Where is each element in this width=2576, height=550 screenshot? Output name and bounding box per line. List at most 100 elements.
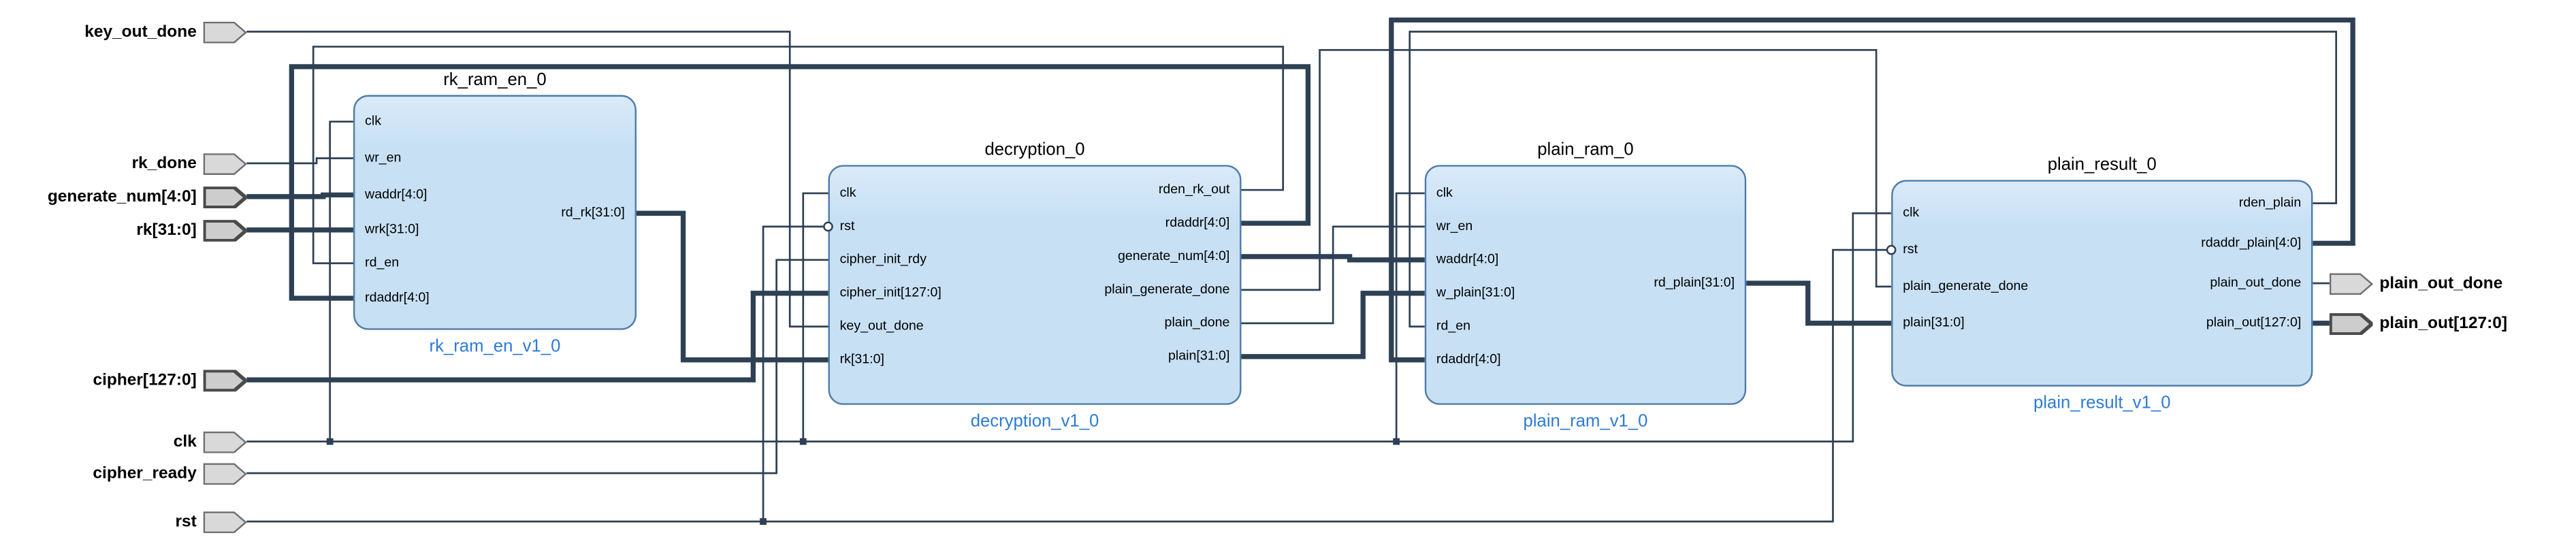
net-rdaddr[interactable] bbox=[289, 64, 1311, 301]
ip-block-plain_ram_0[interactable]: plain_ram_0 plain_ram_v1_0 clk wr_en waddr[4… bbox=[1424, 140, 1747, 432]
pin-plain_result_0-rden_plain[interactable]: rden_plain bbox=[2238, 195, 2302, 210]
pin-rk_ram_en_0-waddr[interactable]: waddr[4:0] bbox=[365, 187, 428, 202]
pin-decryption_0-cipher_init_rdy[interactable]: cipher_init_rdy bbox=[839, 251, 927, 267]
external-output-port-plain_out[interactable]: plain_out[127:0] bbox=[2329, 312, 2576, 335]
net-plain[interactable] bbox=[1241, 291, 1425, 359]
external-input-port-rk_done[interactable]: rk_done bbox=[0, 152, 247, 175]
block-type-name: plain_ram_v1_0 bbox=[1523, 411, 1648, 432]
port-arrow-icon bbox=[203, 511, 247, 533]
pin-plain_result_0-plain[interactable]: plain[31:0] bbox=[1903, 314, 1965, 330]
reset-pin-bubble-icon bbox=[823, 221, 833, 232]
port-label: plain_out[127:0] bbox=[2379, 314, 2508, 333]
pin-decryption_0-plain_generate_done[interactable]: plain_generate_done bbox=[1104, 281, 1230, 297]
pin-plain_result_0-plain_out_done[interactable]: plain_out_done bbox=[2210, 274, 2302, 290]
wire-junction-dot bbox=[326, 438, 334, 445]
port-arrow-icon bbox=[203, 219, 247, 241]
net-plain_done[interactable] bbox=[1241, 225, 1425, 325]
port-label: key_out_done bbox=[84, 22, 197, 41]
pin-decryption_0-plain[interactable]: plain[31:0] bbox=[1168, 348, 1230, 363]
port-arrow-icon bbox=[2329, 272, 2373, 295]
pin-decryption_0-rst[interactable]: rst bbox=[839, 218, 855, 233]
wire-junction-dot bbox=[799, 438, 807, 445]
external-input-port-cipher[interactable]: cipher[127:0] bbox=[0, 368, 247, 391]
ip-block-plain_result_0[interactable]: plain_result_0 plain_result_v1_0 clk rst pla… bbox=[1886, 155, 2313, 413]
net-rst-branch-decryption[interactable] bbox=[762, 225, 828, 522]
wire-junction-dot bbox=[760, 518, 767, 525]
pin-decryption_0-plain_done[interactable]: plain_done bbox=[1164, 314, 1230, 330]
pin-plain_result_0-clk[interactable]: clk bbox=[1903, 205, 1920, 221]
port-label: rst bbox=[175, 512, 197, 531]
net-rdaddr_plain[interactable] bbox=[1389, 17, 2355, 363]
pin-rk_ram_en_0-wrk[interactable]: wrk[31:0] bbox=[365, 221, 419, 237]
block-type-name: decryption_v1_0 bbox=[970, 411, 1099, 432]
net-plain_generate_done[interactable] bbox=[1241, 49, 1892, 291]
port-arrow-icon bbox=[203, 185, 247, 208]
port-arrow-icon bbox=[203, 152, 247, 174]
port-arrow-icon bbox=[203, 430, 247, 453]
port-arrow-icon bbox=[203, 369, 247, 391]
pin-decryption_0-clk[interactable]: clk bbox=[839, 184, 856, 200]
port-label: cipher_ready bbox=[93, 464, 197, 483]
port-label: rk[31:0] bbox=[136, 221, 197, 240]
net-generate_num-ext[interactable] bbox=[246, 192, 353, 199]
external-input-port-key_out_done[interactable]: key_out_done bbox=[0, 20, 247, 43]
port-arrow-icon bbox=[203, 462, 247, 485]
pin-decryption_0-generate_num[interactable]: generate_num[4:0] bbox=[1117, 248, 1230, 263]
pin-plain_ram_0-wr_en[interactable]: wr_en bbox=[1436, 218, 1473, 233]
pin-plain_ram_0-waddr[interactable]: waddr[4:0] bbox=[1436, 251, 1499, 267]
port-label: rk_done bbox=[131, 154, 197, 173]
net-rd_rk[interactable] bbox=[637, 210, 828, 363]
pin-rk_ram_en_0-rdaddr[interactable]: rdaddr[4:0] bbox=[365, 289, 430, 305]
net-generate_num[interactable] bbox=[1241, 254, 1425, 263]
wire-junction-dot bbox=[1393, 438, 1400, 445]
net-cipher_ready[interactable] bbox=[246, 259, 828, 474]
net-clk[interactable] bbox=[246, 212, 1892, 442]
port-label: plain_out_done bbox=[2379, 274, 2503, 293]
pin-plain_result_0-rst[interactable]: rst bbox=[1903, 241, 1918, 257]
pin-plain_ram_0-rd_en[interactable]: rd_en bbox=[1436, 318, 1471, 334]
block-type-name: plain_result_v1_0 bbox=[2033, 393, 2171, 414]
external-input-port-clk[interactable]: clk bbox=[0, 430, 247, 453]
pin-rk_ram_en_0-rd_en[interactable]: rd_en bbox=[365, 255, 400, 270]
external-input-port-generate_num[interactable]: generate_num[4:0] bbox=[0, 185, 247, 208]
external-input-port-rst[interactable]: rst bbox=[0, 510, 247, 533]
block-instance-name: plain_result_0 bbox=[2047, 155, 2157, 176]
pin-rk_ram_en_0-rd_rk[interactable]: rd_rk[31:0] bbox=[561, 205, 625, 221]
net-cipher[interactable] bbox=[246, 291, 828, 383]
net-rden_plain[interactable] bbox=[1408, 31, 2338, 328]
block-instance-name: rk_ram_en_0 bbox=[443, 69, 547, 91]
external-output-port-plain_out_done[interactable]: plain_out_done bbox=[2329, 272, 2576, 295]
port-label: clk bbox=[173, 432, 197, 451]
pin-plain_ram_0-rdaddr[interactable]: rdaddr[4:0] bbox=[1436, 351, 1501, 367]
block-instance-name: decryption_0 bbox=[984, 140, 1085, 160]
net-rk_done[interactable] bbox=[246, 157, 353, 165]
net-clk-branch-rk-ram[interactable] bbox=[329, 120, 353, 442]
port-label: cipher[127:0] bbox=[93, 370, 197, 389]
block-instance-name: plain_ram_0 bbox=[1537, 140, 1634, 160]
pin-decryption_0-key_out_done[interactable]: key_out_done bbox=[839, 318, 924, 334]
pin-decryption_0-rden_rk_out[interactable]: rden_rk_out bbox=[1158, 181, 1230, 197]
pin-decryption_0-cipher_init[interactable]: cipher_init[127:0] bbox=[839, 285, 941, 300]
pin-plain_result_0-rdaddr_plain[interactable]: rdaddr_plain[4:0] bbox=[2201, 235, 2302, 250]
pin-rk_ram_en_0-clk[interactable]: clk bbox=[365, 113, 381, 129]
pin-plain_result_0-plain_generate_done[interactable]: plain_generate_done bbox=[1903, 278, 2029, 293]
net-rst[interactable] bbox=[246, 248, 1892, 523]
port-arrow-icon bbox=[203, 20, 247, 43]
reset-pin-bubble-icon bbox=[1886, 244, 1897, 255]
pin-decryption_0-rk[interactable]: rk[31:0] bbox=[839, 351, 884, 367]
ip-block-decryption_0[interactable]: decryption_0 decryption_v1_0 clk rst cipher_… bbox=[823, 140, 1242, 432]
pin-plain_result_0-plain_out[interactable]: plain_out[127:0] bbox=[2206, 314, 2302, 330]
pin-plain_ram_0-rd_plain[interactable]: rd_plain[31:0] bbox=[1654, 274, 1735, 290]
pin-rk_ram_en_0-wr_en[interactable]: wr_en bbox=[365, 150, 402, 165]
pin-decryption_0-rdaddr[interactable]: rdaddr[4:0] bbox=[1165, 214, 1230, 230]
external-input-port-cipher_ready[interactable]: cipher_ready bbox=[0, 462, 247, 485]
net-key_out_done[interactable] bbox=[246, 31, 828, 328]
port-arrow-icon bbox=[2329, 312, 2373, 334]
pin-plain_ram_0-w_plain[interactable]: w_plain[31:0] bbox=[1436, 285, 1515, 300]
net-rden_rk_out[interactable] bbox=[312, 46, 1285, 265]
pin-plain_ram_0-clk[interactable]: clk bbox=[1436, 184, 1453, 200]
external-input-port-rk[interactable]: rk[31:0] bbox=[0, 219, 247, 242]
net-rd_plain[interactable] bbox=[1746, 280, 1892, 326]
